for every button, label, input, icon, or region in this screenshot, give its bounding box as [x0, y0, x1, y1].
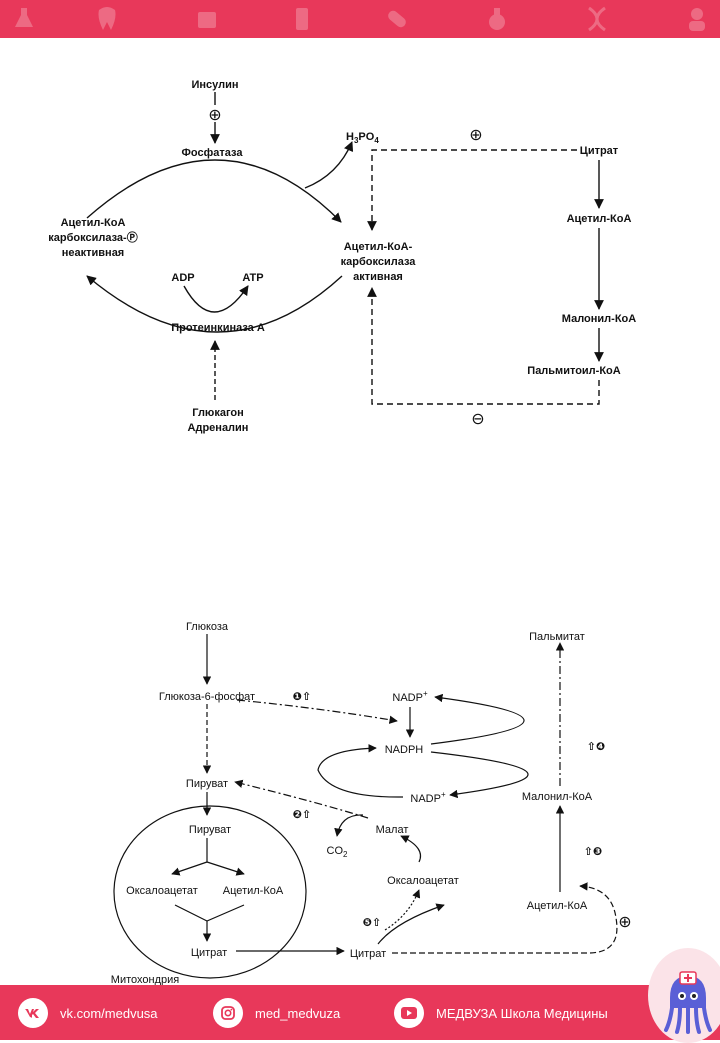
- atp-label: ATP: [242, 272, 263, 284]
- acc-active-line3: активная: [353, 271, 403, 283]
- citrate-plus-sign: ⊕: [469, 127, 482, 144]
- h3po4-label: H3PO4: [346, 131, 379, 145]
- acetylcoa-cytosol-label: Ацетил-КоА: [527, 900, 588, 912]
- palmitoyl-minus-sign: ⊖: [471, 411, 484, 428]
- bottle-icon: [296, 8, 308, 30]
- malate-to-pyruvate: [234, 779, 369, 819]
- mark-2: ❷⇧: [293, 809, 312, 821]
- palmitoyl-inhibition-line: [367, 287, 600, 405]
- mark-5: ❺⇧: [363, 917, 382, 929]
- youtube-icon: [394, 998, 424, 1028]
- citrate-mito-label: Цитрат: [191, 947, 227, 959]
- malic-enzyme-loop: [317, 744, 404, 798]
- dna-icon: [588, 6, 606, 32]
- instagram-link-label: med_medvuza: [255, 1005, 341, 1021]
- atp-adp-loop: [183, 285, 249, 313]
- acc-regulation-scheme: [86, 92, 604, 405]
- oxaloacetate-to-malate: [400, 835, 422, 863]
- insulin-label: Инсулин: [191, 79, 238, 91]
- citrate-label: Цитрат: [580, 145, 619, 157]
- citrate-to-acetylcoa-out: [377, 903, 445, 945]
- youtube-link-label: МЕДВУЗА Школа Медицины: [436, 1005, 608, 1021]
- footer-band: vk.com/medvusa med_medvuza МЕДВУЗА Школа…: [0, 985, 720, 1040]
- octopus-doctor-icon: [664, 971, 712, 1034]
- nadph-label: NADPH: [385, 744, 424, 756]
- header-band: [0, 0, 720, 38]
- tooth-icon: [98, 7, 116, 30]
- glucose-label: Глюкоза: [186, 621, 229, 633]
- vk-icon: [18, 998, 48, 1028]
- malate-label: Малат: [376, 824, 409, 836]
- adrenaline-label: Адреналин: [188, 422, 249, 434]
- citrate-cytosol-label: Цитрат: [350, 948, 386, 960]
- acc-inactive-line3: неактивная: [62, 247, 124, 259]
- phosphatase-label: Фосфатаза: [182, 147, 244, 159]
- acc-inactive-line2: карбоксилаза-Ⓟ: [48, 230, 137, 244]
- proteinkinase-label: Протеинкиназа А: [171, 322, 265, 334]
- palmitate-label: Пальмитат: [529, 631, 585, 643]
- h3po4-arrow: [304, 141, 354, 189]
- citrate-activation-plus-sign: ⊕: [618, 914, 631, 931]
- mitochondria-outline: [113, 805, 307, 979]
- instagram-icon: [213, 998, 243, 1028]
- instagram-link[interactable]: med_medvuza: [213, 998, 340, 1028]
- citrate-to-oxaloacetate-out: [384, 889, 421, 931]
- medkit-icon: [198, 12, 216, 28]
- pyruvate-mito-label: Пируват: [189, 824, 231, 836]
- medvuza-mascot: [648, 948, 720, 1043]
- oxaloacetate-mito-label: Оксалоацетат: [126, 885, 198, 897]
- mark-1: ❶⇧: [293, 691, 312, 703]
- mark-4: ⇧❹: [587, 741, 606, 753]
- kinase-arc: [86, 275, 343, 333]
- malonylcoa-label-2: Малонил-КоА: [522, 791, 593, 803]
- citrate-activation-loop: [392, 882, 618, 954]
- scheme2-labels: Глюкоза Глюкоза-6-фосфат Пируват Пируват…: [111, 621, 632, 986]
- g6p-label: Глюкоза-6-фосфат: [159, 691, 255, 703]
- flask-icon: [15, 8, 33, 27]
- acc-active-line1: Ацетил-КоА-: [344, 241, 413, 253]
- vk-link-label: vk.com/medvusa: [60, 1005, 158, 1021]
- flask-icon: [489, 8, 505, 30]
- acetylcoa-mito-label: Ацетил-КоА: [223, 885, 284, 897]
- phosphatase-arc: [86, 159, 342, 223]
- acetylcoa-label: Ацетил-КоА: [567, 213, 632, 225]
- mitochondria-label: Митохондрия: [111, 974, 179, 986]
- pyruvate-label: Пируват: [186, 778, 228, 790]
- acc-active-line2: карбоксилаза: [341, 256, 417, 268]
- nadph-to-nadp-bottom: [430, 751, 529, 799]
- vk-link[interactable]: vk.com/medvusa: [18, 998, 158, 1028]
- insulin-plus-sign: ⊕: [208, 107, 221, 124]
- nadp-top-label: NADP+: [392, 689, 428, 704]
- citrate-synthase-join: [174, 904, 245, 922]
- adp-label: ADP: [171, 272, 194, 284]
- pyruvate-to-oxaloacetate: [171, 861, 208, 876]
- nadph-to-nadp-top: [430, 693, 525, 745]
- co2-label: CO2: [327, 845, 349, 859]
- pill-icon: [388, 10, 406, 28]
- glucagon-label: Глюкагон: [192, 407, 244, 419]
- pentose-phosphate-line: [236, 699, 398, 724]
- malonylcoa-label: Малонил-КоА: [562, 313, 636, 325]
- citrate-activation-line: [367, 149, 577, 231]
- malate-to-co2: [334, 814, 364, 837]
- youtube-link[interactable]: МЕДВУЗА Школа Медицины: [394, 998, 608, 1028]
- palmitoylcoa-label: Пальмитоил-КоА: [527, 365, 620, 377]
- pyruvate-to-acetylcoa-in: [206, 861, 245, 876]
- nadp-bottom-label: NADP+: [410, 790, 446, 805]
- mark-3: ⇧❸: [584, 846, 603, 858]
- doctor-icon: [689, 8, 705, 31]
- lipogenesis-scheme: [113, 634, 618, 979]
- acc-inactive-line1: Ацетил-КоА: [61, 217, 126, 229]
- scheme1-labels: Инсулин ⊕ Фосфатаза H3PO4 ⊕ Цитрат Ацети…: [48, 79, 636, 434]
- oxaloacetate-cytosol-label: Оксалоацетат: [387, 875, 459, 887]
